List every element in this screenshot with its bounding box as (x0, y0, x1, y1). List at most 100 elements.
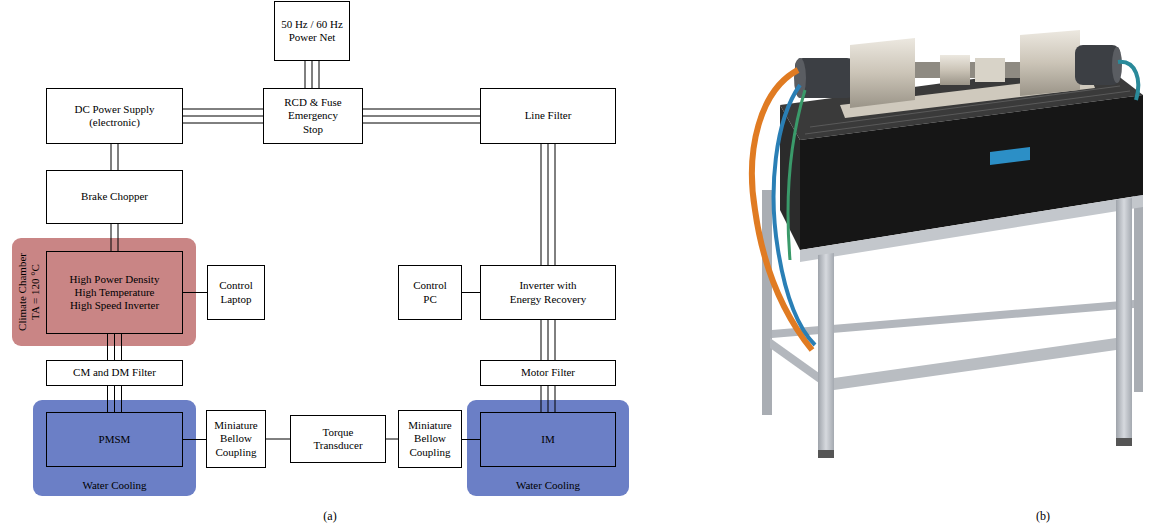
box-label: RCD & Fuse Emergency Stop (282, 96, 344, 136)
motor-box: PMSM (46, 412, 183, 467)
wire (183, 292, 207, 293)
wire (114, 386, 115, 412)
process-box: Control Laptop (207, 265, 265, 320)
box-label: CM and DM Filter (73, 366, 156, 379)
subfigure-label: (b) (1036, 509, 1050, 523)
wire (107, 386, 108, 412)
power-source-box: 50 Hz / 60 Hz Power Net (274, 1, 350, 61)
box-label: High Power Density High Temperature High… (65, 273, 165, 313)
top-rail (800, 195, 1143, 262)
wire (114, 334, 115, 360)
region-label: Water Cooling (467, 479, 629, 492)
power-connector (462, 292, 480, 293)
cable (774, 85, 815, 345)
power-connector (266, 439, 290, 440)
motor-clamp (1020, 30, 1080, 96)
wire (266, 439, 290, 440)
motor-clamp (850, 38, 915, 108)
box-label: 50 Hz / 60 Hz Power Net (279, 18, 345, 44)
filter-box: CM and DM Filter (46, 360, 183, 386)
box-label: Control PC (406, 279, 454, 305)
motor-end (1112, 47, 1122, 83)
inverter-box: High Power Density High Temperature High… (46, 251, 183, 334)
wire (555, 386, 556, 412)
wire (541, 144, 542, 265)
power-connector (541, 386, 555, 412)
box-label: Miniature Bellow Coupling (211, 419, 261, 459)
wire (183, 123, 263, 124)
power-connector (108, 386, 122, 412)
box-label: Miniature Bellow Coupling (405, 419, 455, 459)
rotated-label-group: Climate ChamberTA = 120 °C (16, 253, 42, 331)
box-label: Brake Chopper (81, 190, 148, 203)
wire (548, 320, 549, 360)
coupling-box: Miniature Bellow Coupling (398, 410, 462, 468)
wire (111, 224, 112, 251)
process-box: Line Filter (480, 88, 616, 144)
coupling (940, 55, 970, 85)
wire (462, 439, 480, 440)
display (990, 147, 1030, 165)
wire (555, 144, 556, 265)
wire (183, 439, 206, 440)
back-left-leg (762, 190, 772, 415)
wire (312, 61, 313, 88)
wire (541, 320, 542, 360)
power-connector (363, 109, 480, 123)
wire (118, 144, 119, 170)
wire (305, 61, 306, 88)
torque-sensor (975, 58, 1005, 82)
water-cooling-region: Water Cooling PMSM (33, 400, 196, 496)
box-label: Motor Filter (521, 366, 575, 379)
power-connector (183, 292, 207, 293)
power-connector (108, 334, 122, 360)
power-connector (111, 224, 118, 251)
power-connector (462, 439, 480, 440)
foot (818, 450, 834, 458)
wire (541, 386, 542, 412)
power-connector (183, 109, 263, 123)
process-box: Inverter with Energy Recovery (480, 265, 616, 320)
power-connector (541, 320, 555, 360)
motor-box: IM (480, 412, 616, 467)
front-left-leg (818, 253, 834, 452)
power-connector (386, 439, 398, 440)
wire (107, 334, 108, 360)
region-label: TA = 120 °C (29, 253, 42, 331)
wire (319, 61, 320, 88)
water-cooling-region: Water Cooling IM (467, 400, 629, 496)
wire (121, 334, 122, 360)
process-box: RCD & Fuse Emergency Stop (263, 88, 363, 144)
power-connector (305, 61, 319, 88)
box-label: Control Laptop (212, 279, 260, 305)
wire (363, 109, 480, 110)
box-label: Torque Transducer (306, 426, 370, 452)
wire (386, 439, 398, 440)
box-label: Inverter with Energy Recovery (503, 279, 593, 305)
side-lower-rail (770, 338, 826, 388)
cable (1118, 62, 1138, 100)
process-box: Brake Chopper (46, 170, 183, 224)
wire (555, 320, 556, 360)
front-right-leg (1116, 198, 1132, 440)
box-label: DC Power Supply (electronic) (65, 103, 165, 129)
sensor-box: Torque Transducer (290, 415, 386, 463)
box-label: PMSM (99, 433, 131, 446)
power-connector (111, 144, 118, 170)
foot (1116, 438, 1132, 446)
wire (548, 386, 549, 412)
wire (462, 292, 480, 293)
wire (121, 386, 122, 412)
power-connector (183, 439, 206, 440)
wire (118, 224, 119, 251)
cable (752, 70, 812, 350)
subfigure-label: (a) (323, 509, 336, 523)
region-label: Water Cooling (33, 479, 196, 492)
process-box: DC Power Supply (electronic) (46, 88, 183, 144)
wire (363, 116, 480, 117)
wire (183, 109, 263, 110)
wire (363, 123, 480, 124)
wire (548, 144, 549, 265)
box-label: IM (541, 433, 554, 446)
coupling-box: Miniature Bellow Coupling (206, 410, 266, 468)
